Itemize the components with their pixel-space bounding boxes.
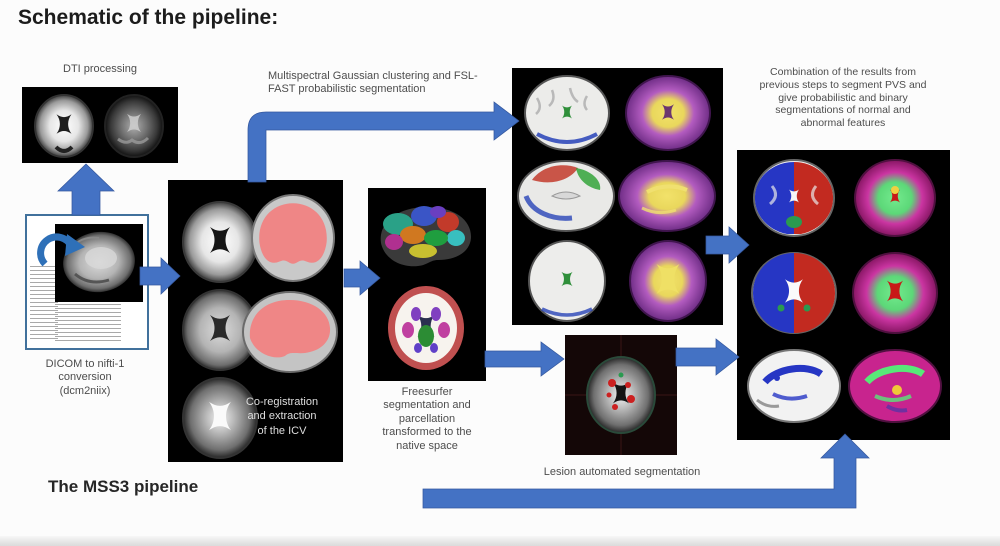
multispectral-label-line: Multispectral Gaussian clustering and FS…: [268, 70, 478, 82]
freesurfer-label-line: Freesurfer: [401, 386, 453, 398]
freesurfer-brain-images: [380, 206, 472, 370]
coreg-label-line: Co-registration: [245, 396, 319, 408]
multispectral-label-line: FAST probabilistic segmentation: [268, 83, 426, 96]
lesion-segmentation-label: Lesion automated segmentation: [543, 466, 701, 478]
pipeline-caption: The MSS3 pipeline: [48, 477, 199, 496]
combination-label-line: previous steps to segment PVS and: [759, 78, 927, 91]
combination-label-line: give probabilistic and binary: [778, 91, 908, 104]
lesion-brain-image: [565, 335, 677, 455]
dicom-label-line: DICOM to nifti-1: [45, 358, 125, 370]
dti-images-panel: [22, 87, 178, 163]
coregistration-brain-images: [182, 194, 338, 459]
dicom-conversion-label: DICOM to nifti-1 conversion (dcm2niix): [30, 358, 140, 398]
dicom-file-list-lines: [30, 266, 58, 342]
arrow-lesion-to-combination: [675, 338, 740, 376]
combination-label-line: Combination of the results from: [770, 66, 916, 78]
dti-brain-images: [34, 94, 164, 158]
arrow-freesurfer-to-lesion: [484, 341, 565, 377]
arrow-dicom-to-dti: [57, 163, 115, 216]
dicom-input-box: [25, 214, 149, 350]
arrow-coregistration-to-multispectral: [247, 101, 520, 183]
coregistration-panel: Co-registration and extraction of the IC…: [168, 180, 343, 462]
tissue-segmentation-brain-images: [517, 75, 716, 322]
scan-edge-shadow: [0, 536, 1000, 546]
combination-results-panel: [737, 150, 950, 440]
combination-brain-images: [747, 159, 942, 423]
page-title: Schematic of the pipeline:: [18, 6, 279, 29]
freesurfer-panel: [368, 188, 486, 381]
dicom-label-line: conversion: [58, 371, 112, 384]
combination-label-line: segmentations of normal and: [775, 104, 911, 117]
combination-label: Combination of the results from previous…: [733, 66, 953, 130]
lesion-segmentation-panel: [565, 335, 677, 455]
dicom-label-line: (dcm2niix): [59, 384, 111, 397]
coregistration-label: Co-registration and extraction of the IC…: [228, 395, 336, 438]
freesurfer-label-line: parcellation: [398, 412, 456, 425]
coreg-label-line: and extraction: [247, 410, 317, 423]
multispectral-label: Multispectral Gaussian clustering and FS…: [268, 70, 518, 97]
dti-processing-label: DTI processing: [63, 63, 137, 75]
tissue-segmentation-panel: [512, 68, 723, 325]
conversion-refresh-arrow-icon: [37, 233, 85, 267]
freesurfer-label: Freesurfer segmentation and parcellation…: [365, 386, 489, 453]
freesurfer-label-line: native space: [396, 439, 458, 452]
dicom-file-list-lines: [55, 304, 121, 342]
freesurfer-label-line: transformed to the: [382, 426, 472, 439]
coreg-label-line: of the ICV: [257, 424, 307, 437]
freesurfer-label-line: segmentation and: [383, 399, 471, 412]
combination-label-line: abnormal features: [800, 117, 886, 130]
